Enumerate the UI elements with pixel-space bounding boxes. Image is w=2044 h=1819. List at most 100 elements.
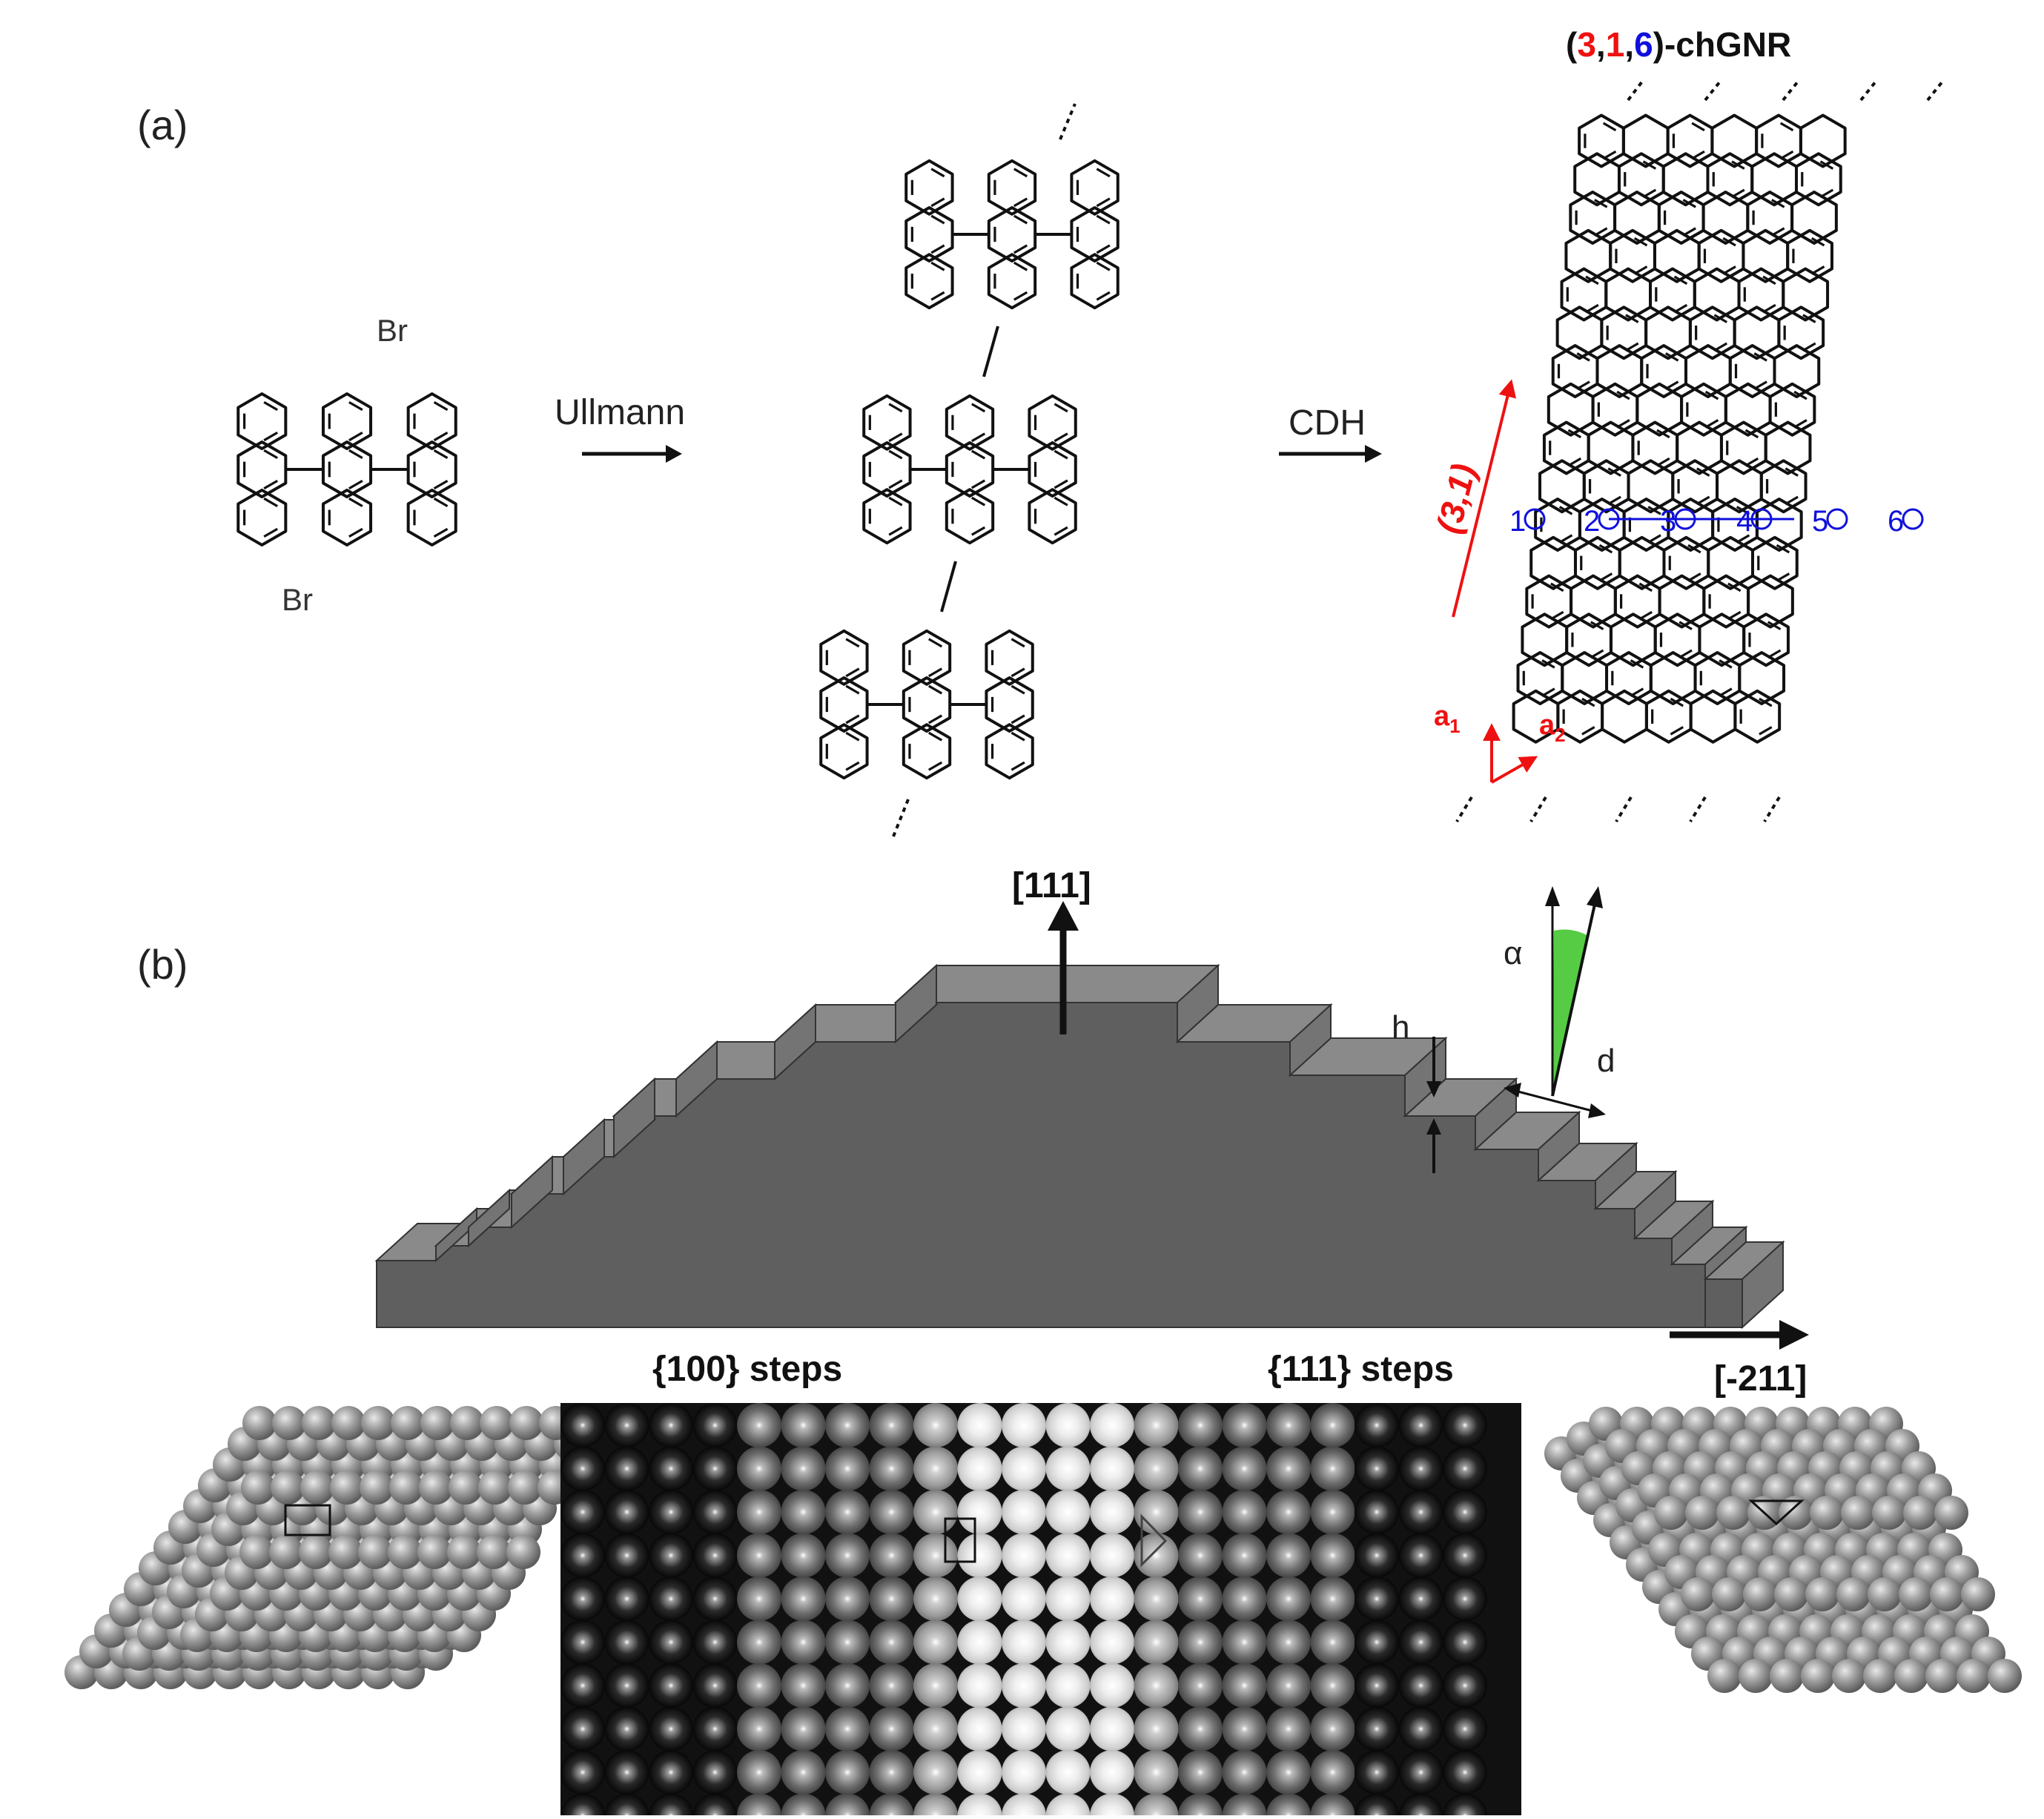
stm-atom: [1045, 1490, 1091, 1534]
stm-atom: [1134, 1663, 1179, 1708]
stm-atom: [1310, 1490, 1355, 1534]
stm-atom: [1090, 1490, 1134, 1534]
stm-atom: [957, 1490, 1002, 1534]
atom: [1832, 1659, 1866, 1693]
stm-atom: [692, 1663, 738, 1708]
stm-atom: [1002, 1403, 1046, 1447]
stm-atom: [737, 1577, 781, 1621]
axis-211-arrow: [1670, 1320, 1809, 1350]
stm-atom: [560, 1446, 605, 1491]
stm-atom: [649, 1663, 693, 1708]
stm-atom: [1134, 1706, 1179, 1752]
stm-atom: [1222, 1490, 1267, 1534]
unit-cell-triangle: [1748, 1499, 1805, 1526]
a2-label: a2: [1539, 710, 1566, 746]
stm-atom: [1002, 1620, 1046, 1665]
stm-atom: [1266, 1577, 1311, 1621]
stm-atom: [957, 1403, 1002, 1447]
step-height-arrows: [1426, 1037, 1441, 1173]
step-height-label: h: [1392, 1009, 1409, 1046]
atom: [391, 1406, 425, 1440]
stm-atom: [560, 1620, 605, 1665]
stm-atom: [1266, 1446, 1311, 1491]
stm-atom: [1222, 1750, 1267, 1795]
stm-atom: [649, 1533, 693, 1578]
stm-atom: [1355, 1403, 1399, 1447]
stm-atom: [1178, 1750, 1223, 1795]
stm-atom: [1355, 1793, 1399, 1819]
step-riser: [1595, 1141, 1637, 1211]
step-riser: [895, 963, 937, 1044]
stm-atom: [957, 1750, 1002, 1795]
atom: [271, 1470, 305, 1505]
width-marker-circle: [1524, 508, 1546, 530]
stm-atom: [692, 1706, 738, 1752]
stm-atom: [1355, 1533, 1399, 1578]
atom: [328, 1535, 363, 1569]
stm-atom: [1090, 1663, 1134, 1708]
stm-atom: [825, 1663, 870, 1708]
stm-atom: [781, 1446, 826, 1491]
stm-atom: [1310, 1403, 1355, 1447]
atom: [272, 1406, 306, 1440]
atom: [1681, 1577, 1715, 1611]
stm-atom: [1310, 1793, 1355, 1819]
stm-atom: [1178, 1446, 1223, 1491]
stm-atom: [1355, 1577, 1399, 1621]
stm-atom: [649, 1793, 693, 1819]
stm-atom: [1134, 1793, 1179, 1819]
stm-atom: [1398, 1533, 1443, 1578]
atom: [241, 1470, 275, 1505]
atom: [239, 1535, 274, 1569]
a1-label: a1: [1434, 701, 1461, 737]
stm-atom: [913, 1663, 958, 1708]
atom: [242, 1406, 277, 1440]
steps-111-label: {111} steps: [1268, 1350, 1454, 1389]
stm-atom: [825, 1793, 870, 1819]
d-label: d: [1597, 1043, 1615, 1079]
stm-atom: [1266, 1793, 1311, 1819]
stm-atom: [1355, 1446, 1399, 1491]
width-marker-label: 6: [1888, 505, 1904, 538]
step-riser: [563, 1118, 605, 1196]
atom: [388, 1535, 422, 1569]
stm-atom: [1002, 1663, 1046, 1708]
chiral-vector-arrow: [1452, 379, 1517, 618]
stm-atom: [1222, 1403, 1267, 1447]
atom: [1930, 1577, 1964, 1611]
stm-atom: [869, 1403, 914, 1447]
stm-atom: [560, 1793, 605, 1819]
stm-atom: [649, 1577, 693, 1621]
stm-atom: [1355, 1620, 1399, 1665]
stm-atom: [1443, 1490, 1487, 1534]
a2-vector: [1491, 756, 1538, 784]
stm-atom: [692, 1533, 738, 1578]
stm-atom: [1266, 1403, 1311, 1447]
atom: [478, 1470, 512, 1505]
stm-atom: [1134, 1577, 1179, 1621]
stm-atom: [957, 1663, 1002, 1708]
cdh-arrow: [1279, 445, 1382, 463]
atom: [302, 1406, 336, 1440]
stm-atom: [1134, 1403, 1179, 1447]
stm-atom: [1222, 1793, 1267, 1819]
product-title: (3,1,6)-chGNR: [1566, 25, 1791, 64]
stm-atom: [1443, 1663, 1487, 1708]
atom: [1925, 1659, 1959, 1693]
stm-atom: [560, 1750, 605, 1795]
stm-atom: [1045, 1663, 1091, 1708]
stm-atom: [825, 1533, 870, 1578]
stm-atom: [649, 1446, 693, 1491]
width-marker-label: 3: [1660, 505, 1676, 538]
atom: [506, 1535, 540, 1569]
stm-atom: [913, 1403, 958, 1447]
stm-atom: [604, 1706, 649, 1752]
stm-atom: [869, 1706, 914, 1752]
stm-atom: [1355, 1663, 1399, 1708]
stm-atom: [781, 1793, 826, 1819]
stm-atom: [1398, 1706, 1443, 1752]
step-riser: [468, 1188, 510, 1248]
